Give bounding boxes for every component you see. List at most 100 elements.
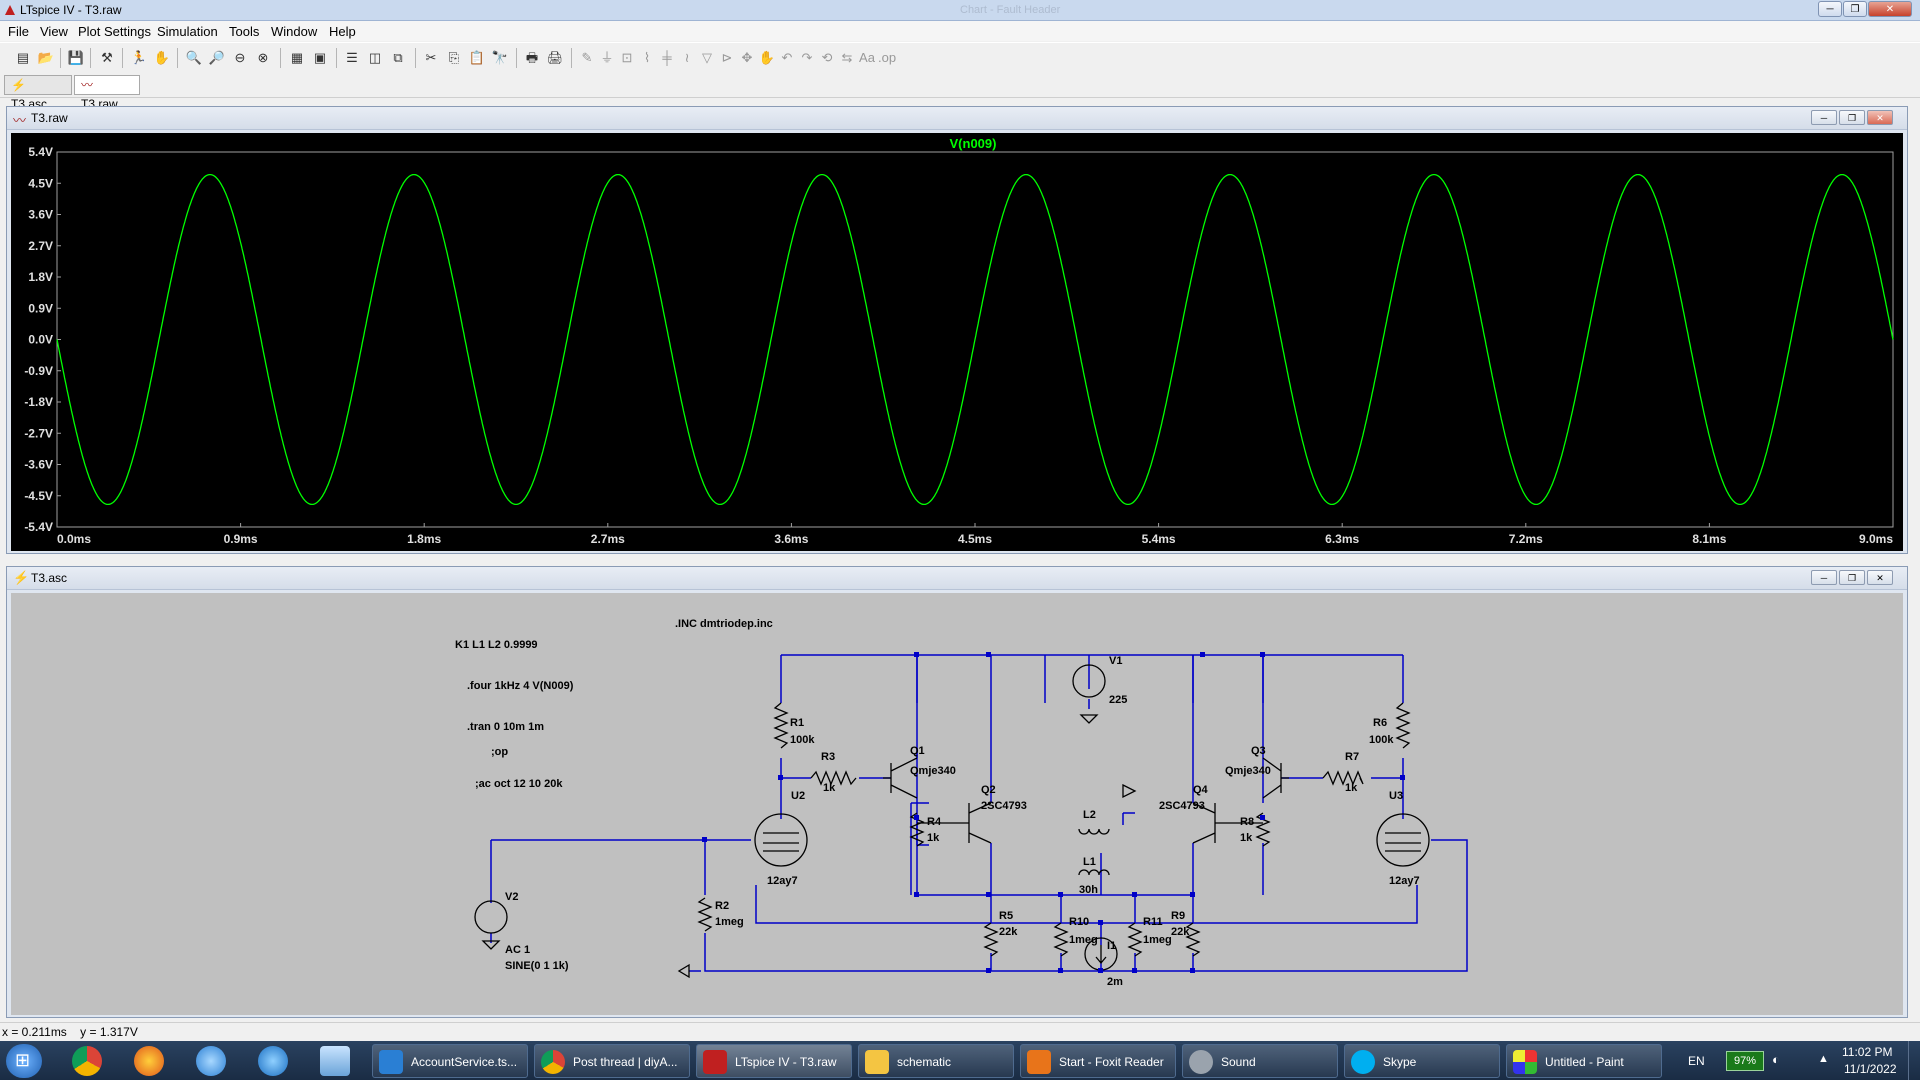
network-icon[interactable]: ◐ xyxy=(1772,1052,1780,1067)
label-q4[interactable]: Q4 xyxy=(1193,784,1209,796)
start-button[interactable]: ⊞ xyxy=(6,1044,42,1078)
task-skype[interactable]: Skype xyxy=(1344,1044,1500,1078)
schematic-close-button[interactable]: ✕ xyxy=(1867,570,1893,585)
move-icon[interactable]: ✥ xyxy=(741,50,753,65)
label-r6-value[interactable]: 100k xyxy=(1369,734,1394,746)
label-r1[interactable]: R1 xyxy=(790,717,804,729)
zoom-in-icon[interactable]: 🔍 xyxy=(185,50,203,65)
find-icon[interactable]: 🔭 xyxy=(491,50,509,65)
open-icon[interactable]: 📂 xyxy=(37,50,55,65)
firefox-icon[interactable] xyxy=(134,1046,164,1076)
task-paint[interactable]: Untitled - Paint xyxy=(1506,1044,1662,1078)
ie-icon[interactable] xyxy=(258,1046,288,1076)
menu-plot-settings[interactable]: Plot Settings xyxy=(78,24,151,39)
label-i1[interactable]: I1 xyxy=(1107,940,1116,952)
language-indicator[interactable]: EN xyxy=(1688,1054,1705,1068)
minimize-button[interactable]: ─ xyxy=(1818,1,1842,17)
tray-expand-icon[interactable]: ▲ xyxy=(1818,1053,1829,1065)
maximize-button[interactable]: ❐ xyxy=(1843,1,1867,17)
resistor-icon[interactable]: ⌇ xyxy=(643,50,651,65)
menu-view[interactable]: View xyxy=(40,24,68,39)
directive-coupling[interactable]: K1 L1 L2 0.9999 xyxy=(455,639,538,651)
waveform-restore-button[interactable]: ❐ xyxy=(1839,110,1865,125)
run-icon[interactable]: 🏃 xyxy=(130,50,148,65)
spice-directive-icon[interactable]: .op xyxy=(878,50,897,65)
label-r3-value[interactable]: 1k xyxy=(823,782,836,794)
waveform-close-button[interactable]: ✕ xyxy=(1867,110,1893,125)
tab-t3-raw[interactable]: 〰 T3.raw xyxy=(74,75,140,111)
tab-t3-asc[interactable]: ⚡ T3.asc xyxy=(4,75,72,111)
label-u2-value[interactable]: 12ay7 xyxy=(767,875,798,887)
waveform-chart[interactable]: V(n009) 5.4V4.5V3.6V2.7V1.8V0.9V0.0V-0.9… xyxy=(11,133,1903,551)
label-r6[interactable]: R6 xyxy=(1373,717,1387,729)
schematic-canvas[interactable]: .INC dmtriodep.inc K1 L1 L2 0.9999 .four… xyxy=(11,593,1903,1015)
clock-date[interactable]: 11/1/2022 xyxy=(1844,1062,1897,1076)
mirror-icon[interactable]: ⇆ xyxy=(841,50,853,65)
label-r5[interactable]: R5 xyxy=(999,910,1013,922)
label-r11[interactable]: R11 xyxy=(1143,916,1163,928)
label-r4-value[interactable]: 1k xyxy=(927,832,940,844)
label-u3[interactable]: U3 xyxy=(1389,790,1403,802)
inductor-icon[interactable]: ≀ xyxy=(684,50,690,65)
label-r9-value[interactable]: 22k xyxy=(1171,926,1190,938)
label-r7-value[interactable]: 1k xyxy=(1345,782,1358,794)
label-q3[interactable]: Q3 xyxy=(1251,745,1266,757)
cascade-icon[interactable]: ⧉ xyxy=(393,50,403,65)
tile-vertical-icon[interactable]: ◫ xyxy=(368,50,382,65)
autorange-icon[interactable]: ▦ xyxy=(290,50,304,65)
task-ltspice[interactable]: LTspice IV - T3.raw xyxy=(696,1044,852,1078)
label-q1[interactable]: Q1 xyxy=(910,745,925,757)
label-v2-ac[interactable]: AC 1 xyxy=(505,944,530,956)
directive-tran[interactable]: .tran 0 10m 1m xyxy=(467,721,544,733)
label-q4-value[interactable]: 2SC4793 xyxy=(1159,800,1205,812)
directive-four[interactable]: .four 1kHz 4 V(N009) xyxy=(467,680,574,692)
new-schematic-icon[interactable]: ▤ xyxy=(16,50,30,65)
copy-icon[interactable]: ⎘ xyxy=(448,50,460,65)
label-r11-value[interactable]: 1meg xyxy=(1143,934,1172,946)
label-r5-value[interactable]: 22k xyxy=(999,926,1018,938)
label-r1-value[interactable]: 100k xyxy=(790,734,815,746)
trace-v-n009[interactable] xyxy=(56,173,1894,506)
label-l1-value[interactable]: 30h xyxy=(1079,884,1098,896)
label-r9[interactable]: R9 xyxy=(1171,910,1185,922)
component-icon[interactable]: ⊳ xyxy=(721,50,733,65)
menu-tools[interactable]: Tools xyxy=(229,24,260,39)
capacitor-icon[interactable]: ╪ xyxy=(662,50,672,65)
trace-label-v-n009[interactable]: V(n009) xyxy=(950,136,997,151)
diode-icon[interactable]: ▽ xyxy=(702,50,712,65)
label-icon[interactable]: ⊡ xyxy=(621,50,633,65)
print-icon[interactable]: 🖨 xyxy=(546,50,564,65)
zoom-out-icon[interactable]: ⊖ xyxy=(234,50,246,65)
schematic-restore-button[interactable]: ❐ xyxy=(1839,570,1865,585)
chrome-icon[interactable] xyxy=(72,1046,102,1076)
redo-icon[interactable]: ↷ xyxy=(801,50,813,65)
label-u3-value[interactable]: 12ay7 xyxy=(1389,875,1420,887)
print-setup-icon[interactable]: 🖶 xyxy=(525,50,539,65)
close-button[interactable]: ✕ xyxy=(1868,1,1912,17)
task-vscode[interactable]: AccountService.ts... xyxy=(372,1044,528,1078)
label-r8[interactable]: R8 xyxy=(1240,816,1254,828)
halt-icon[interactable]: ✋ xyxy=(153,50,171,65)
drag-icon[interactable]: ✋ xyxy=(758,50,776,65)
directive-op[interactable]: ;op xyxy=(491,746,508,758)
fit-icon[interactable]: ▣ xyxy=(313,50,327,65)
directive-ac[interactable]: ;ac oct 12 10 20k xyxy=(475,778,563,790)
label-q3-value[interactable]: Qmje340 xyxy=(1225,765,1271,777)
label-v1[interactable]: V1 xyxy=(1109,655,1122,667)
label-q2-value[interactable]: 2SC4793 xyxy=(981,800,1027,812)
menu-window[interactable]: Window xyxy=(271,24,318,39)
directive-inc[interactable]: .INC dmtriodep.inc xyxy=(675,618,773,630)
cut-icon[interactable]: ✂ xyxy=(425,50,437,65)
zoom-pan-icon[interactable]: 🔎 xyxy=(208,50,226,65)
explorer-icon[interactable] xyxy=(320,1046,350,1076)
label-l2[interactable]: L2 xyxy=(1083,809,1096,821)
wire-icon[interactable]: ✎ xyxy=(581,50,593,65)
show-desktop-button[interactable] xyxy=(1908,1041,1920,1080)
label-r7[interactable]: R7 xyxy=(1345,751,1359,763)
schematic-drawing[interactable]: .INC dmtriodep.inc K1 L1 L2 0.9999 .four… xyxy=(11,593,1903,1015)
waveform-minimize-button[interactable]: ─ xyxy=(1811,110,1837,125)
tile-horizontal-icon[interactable]: ☰ xyxy=(346,50,358,65)
label-r3[interactable]: R3 xyxy=(821,751,835,763)
label-r10[interactable]: R10 xyxy=(1069,916,1089,928)
schematic-minimize-button[interactable]: ─ xyxy=(1811,570,1837,585)
